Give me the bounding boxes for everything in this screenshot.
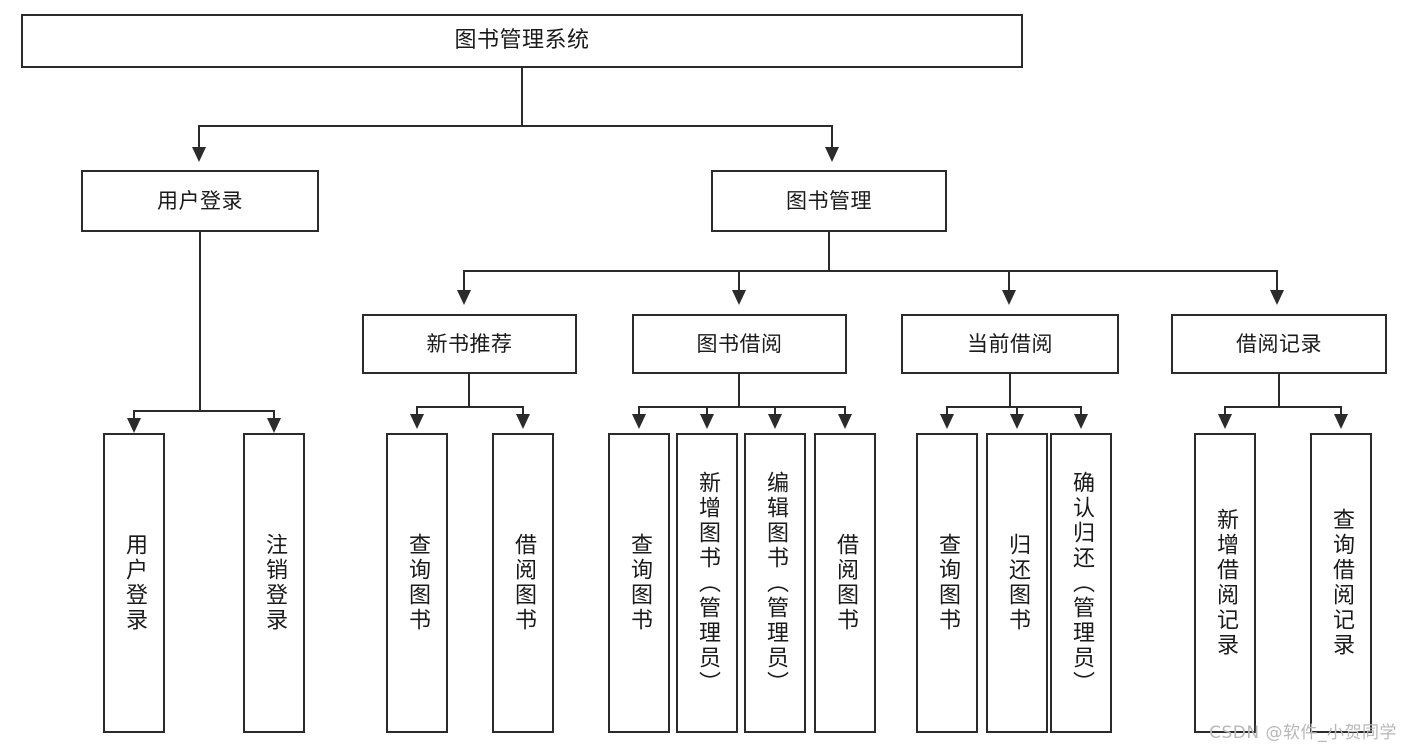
node-label: 借阅图书	[833, 533, 858, 633]
node-label: 查询图书	[627, 533, 652, 633]
edge-borrow-record-stem	[1278, 374, 1280, 408]
edge-user-login-stem	[199, 232, 201, 412]
node-current-borrow[interactable]: 当前借阅	[901, 314, 1119, 374]
leaf-borrow-book-recommend[interactable]: 借阅图书	[492, 433, 554, 733]
node-borrow-record[interactable]: 借阅记录	[1171, 314, 1387, 374]
node-label: 借阅记录	[1236, 331, 1322, 356]
node-label: 图书管理	[786, 188, 872, 213]
node-label: 归还图书	[1005, 533, 1030, 633]
leaf-query-book-current[interactable]: 查询图书	[916, 433, 978, 733]
arrow-to-leaf-borrow-book-bb	[838, 414, 852, 429]
node-label: 新增借阅记录	[1213, 508, 1238, 658]
arrow-to-book-manage	[825, 147, 839, 162]
edge-root-stem	[521, 68, 523, 126]
edge-new-book-bus	[416, 406, 524, 408]
node-label: 查询图书	[405, 533, 430, 633]
edge-user-login-branch-2	[273, 410, 275, 420]
leaf-query-borrow-record[interactable]: 查询借阅记录	[1310, 433, 1372, 733]
node-book-management[interactable]: 图书管理	[711, 170, 947, 232]
edge-current-borrow-branch-1	[946, 406, 948, 416]
edge-current-borrow-branch-2	[1016, 406, 1018, 416]
leaf-edit-book-admin[interactable]: 编辑图书（管理员）	[744, 433, 806, 733]
arrow-to-leaf-add-book	[700, 414, 714, 429]
node-label: 当前借阅	[967, 331, 1053, 356]
edge-current-borrow-bus	[946, 406, 1082, 408]
leaf-add-book-admin[interactable]: 新增图书（管理员）	[676, 433, 738, 733]
edge-root-bus	[198, 125, 833, 127]
edge-book-borrow-branch-1	[638, 406, 640, 416]
edge-book-borrow-stem	[738, 374, 740, 408]
edge-new-book-branch-1	[416, 406, 418, 416]
edge-book-manage-branch-1	[463, 270, 465, 292]
arrow-to-leaf-confirm-return	[1074, 414, 1088, 429]
edge-book-manage-bus	[463, 270, 1278, 272]
leaf-confirm-return-admin[interactable]: 确认归还（管理员）	[1050, 433, 1112, 733]
leaf-user-login[interactable]: 用户登录	[103, 433, 165, 733]
edge-root-to-book-manage	[831, 125, 833, 149]
node-label: 确认归还（管理员）	[1069, 470, 1094, 696]
edge-new-book-stem	[468, 374, 470, 408]
edge-borrow-record-bus	[1224, 406, 1342, 408]
leaf-logout[interactable]: 注销登录	[243, 433, 305, 733]
arrow-to-leaf-query-book-nb	[410, 414, 424, 429]
arrow-to-leaf-return-book	[1010, 414, 1024, 429]
edge-current-borrow-stem	[1009, 374, 1011, 408]
leaf-borrow-book[interactable]: 借阅图书	[814, 433, 876, 733]
node-label: 新书推荐	[426, 331, 513, 356]
edge-user-login-bus	[133, 410, 275, 412]
arrow-to-leaf-add-record	[1218, 414, 1232, 429]
leaf-return-book[interactable]: 归还图书	[986, 433, 1048, 733]
node-user-login[interactable]: 用户登录	[81, 170, 319, 232]
arrow-to-leaf-query-record	[1334, 414, 1348, 429]
edge-book-manage-branch-3	[1008, 270, 1010, 292]
edge-borrow-record-branch-1	[1224, 406, 1226, 416]
node-label: 图书管理系统	[454, 28, 590, 54]
node-root-system[interactable]: 图书管理系统	[21, 14, 1023, 68]
arrow-to-new-book-recommend	[457, 290, 471, 305]
edge-current-borrow-branch-3	[1080, 406, 1082, 416]
arrow-to-leaf-query-book-bb	[632, 414, 646, 429]
edge-book-manage-branch-2	[738, 270, 740, 292]
leaf-query-book-borrow[interactable]: 查询图书	[608, 433, 670, 733]
arrow-to-current-borrow	[1002, 290, 1016, 305]
node-label: 用户登录	[122, 533, 147, 633]
node-label: 编辑图书（管理员）	[763, 470, 788, 696]
arrow-to-leaf-logout	[267, 418, 281, 433]
leaf-add-borrow-record[interactable]: 新增借阅记录	[1194, 433, 1256, 733]
node-label: 用户登录	[157, 188, 243, 213]
arrow-to-leaf-query-book-cb	[940, 414, 954, 429]
edge-root-to-user-login	[198, 125, 200, 149]
edge-borrow-record-branch-2	[1340, 406, 1342, 416]
node-label: 借阅图书	[511, 533, 536, 633]
edge-book-manage-branch-4	[1276, 270, 1278, 292]
edge-book-borrow-branch-4	[844, 406, 846, 416]
edge-new-book-branch-2	[522, 406, 524, 416]
node-label: 查询图书	[935, 533, 960, 633]
arrow-to-book-borrow	[732, 290, 746, 305]
node-new-book-recommend[interactable]: 新书推荐	[362, 314, 577, 374]
leaf-query-book-recommend[interactable]: 查询图书	[386, 433, 448, 733]
node-label: 图书借阅	[696, 331, 783, 356]
arrow-to-leaf-borrow-book-nb	[516, 414, 530, 429]
edge-book-borrow-branch-3	[774, 406, 776, 416]
node-book-borrow[interactable]: 图书借阅	[632, 314, 847, 374]
arrow-to-user-login	[192, 147, 206, 162]
watermark: CSDN @软件_小贺同学	[1209, 723, 1397, 743]
arrow-to-leaf-edit-book	[768, 414, 782, 429]
edge-user-login-branch-1	[133, 410, 135, 420]
edge-book-borrow-branch-2	[706, 406, 708, 416]
arrow-to-leaf-user-login	[127, 418, 141, 433]
edge-book-borrow-bus	[638, 406, 846, 408]
arrow-to-borrow-record	[1270, 290, 1284, 305]
edge-book-manage-stem	[828, 232, 830, 272]
node-label: 新增图书（管理员）	[695, 470, 720, 696]
node-label: 查询借阅记录	[1329, 508, 1354, 658]
node-label: 注销登录	[262, 533, 287, 633]
